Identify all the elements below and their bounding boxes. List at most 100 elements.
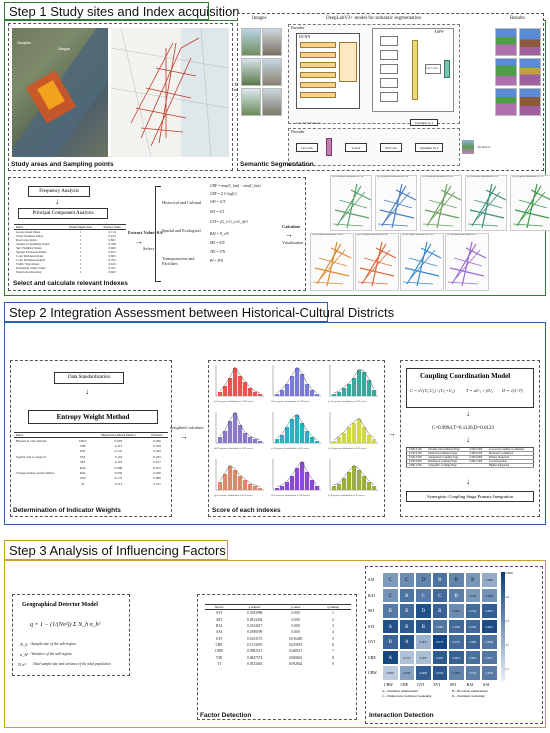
- histogram-bar: [342, 388, 347, 396]
- weight-cell: VDI: [79, 476, 86, 481]
- street-image-2: [262, 28, 282, 56]
- formula-rai: RAI = N_r/N: [210, 232, 229, 236]
- histogram-svg: [215, 411, 264, 444]
- weight-cell: 0.115: [114, 444, 123, 449]
- street-image-6: [262, 88, 282, 116]
- heatmap-cell: 0.3885: [464, 634, 481, 650]
- distribution-map-road: [391, 183, 403, 229]
- histogram-bar: [300, 423, 305, 443]
- formula-chf: CHF = max(C_hist) − min(C_hist): [210, 184, 261, 188]
- decoder-feature-1: [326, 138, 332, 156]
- pca-cell: 1: [79, 254, 82, 258]
- factor-cell: 6: [332, 643, 334, 648]
- street-image-5: [241, 88, 261, 116]
- histogram: (f) Frequency distribution of RAI scores: [326, 409, 381, 454]
- result-image-4: [519, 58, 541, 86]
- step1-title: Step 1 Study sites and Index acquisition: [9, 4, 240, 19]
- histogram-bar: [315, 441, 320, 443]
- histogram-bar: [362, 427, 367, 443]
- weighted-calc-label: weighted calculate: [170, 425, 204, 430]
- weight-table: Index Historical-Cultural District Entra…: [14, 432, 168, 486]
- weight-cell: 0.165: [153, 454, 161, 459]
- histogram-bar: [218, 437, 223, 443]
- histogram-bar: [295, 468, 300, 490]
- factor-cell: 0.0523463: [247, 662, 263, 667]
- histogram-bar: [228, 378, 233, 396]
- gdm-legend-sym-3: N σ²: [18, 662, 26, 667]
- histogram-curve: [219, 464, 261, 488]
- histogram-svg: [329, 459, 378, 491]
- histogram-bar: [275, 488, 280, 490]
- weight-cell: RAI: [79, 465, 86, 470]
- factor-cell: 0.1898599: [247, 630, 263, 635]
- pca-cell: Spatial Enclosure Index: [16, 250, 47, 254]
- stage-box: Synergistic Coupling Stage,Primary Integ…: [406, 491, 534, 502]
- ccm-title: Coupling Coordination Model: [420, 372, 511, 380]
- pca-cell: Sky Visibility Index: [16, 246, 42, 250]
- heatmap-cell: A: [382, 649, 399, 665]
- encoder-label: Encoder: [291, 25, 305, 30]
- heatmap-cell: B: [464, 572, 481, 588]
- distribution-map-title: (d) Fan spatial distribution of SVI: [467, 176, 499, 178]
- extract-value-label: Extract Value>0.6: [128, 230, 163, 235]
- distribution-map-road: [422, 223, 454, 227]
- heatmap-col-label: GVI: [417, 681, 425, 687]
- distribution-map-road: [350, 189, 371, 201]
- satellite-map: Jianghan Jiangan: [12, 28, 108, 157]
- distribution-map-title: (i) Fan spatial distribution of PI: [447, 234, 477, 236]
- scores-caption: Score of each indexes: [212, 507, 281, 514]
- weight-cell: CHI: [79, 444, 86, 449]
- histogram-bar: [290, 476, 295, 490]
- histogram-bar: [243, 433, 248, 443]
- factor-cell: 0.0847574: [247, 655, 263, 660]
- dcnn-layer-6: [300, 92, 336, 98]
- histogram-svg: [329, 412, 378, 444]
- histogram-bar: [362, 372, 367, 396]
- pca-cell: 0.788: [108, 242, 116, 246]
- pca-cell: 0.805: [108, 254, 116, 258]
- ccm-cell: 0.500-0.800: [467, 455, 487, 460]
- distribution-map-road: [514, 209, 550, 219]
- heatmap-row-label: RAI: [368, 592, 375, 598]
- aspp-conv-4: [380, 78, 398, 88]
- histogram-bar: [372, 486, 377, 490]
- distribution-map-road: [420, 247, 442, 259]
- weight-header-blank: [74, 432, 91, 438]
- heatmap-cell: B: [382, 634, 399, 650]
- histogram-bar: [342, 433, 347, 443]
- factor-cell: 0.0982511: [247, 649, 263, 654]
- heatmap-cell: A: [382, 618, 399, 634]
- decoder-conv33-label: 3x3 Conv: [385, 146, 397, 150]
- factor-header-factors: factors: [205, 604, 234, 610]
- decoder-conv33: 3x3 Conv: [380, 143, 402, 152]
- histogram-title: (c) Frequency distribution of OSI scores: [328, 400, 367, 403]
- weight-cell: [14, 481, 74, 486]
- distribution-map-road: [314, 267, 350, 277]
- distribution-map-road: [449, 267, 485, 277]
- histogram-title: (g) Frequency distribution of PAI scores: [214, 494, 253, 497]
- distribution-map-road: [404, 267, 440, 277]
- weight-cell: 0.172: [114, 476, 123, 481]
- factor-cell: 1: [332, 611, 334, 616]
- histogram-bar: [228, 421, 233, 443]
- gdm-legend-sym-1: N_h: [20, 642, 28, 647]
- pca-cell: Spatial accessibility Index: [16, 242, 50, 246]
- weight-cell: 0.093: [114, 438, 123, 443]
- segmentation-caption: Semantic Segmentation: [240, 161, 314, 168]
- heatmap-cell: C: [382, 572, 399, 588]
- histogram-bar: [248, 437, 253, 443]
- histogram-bar: [295, 368, 300, 396]
- ccm-cell: 0.800-1.000: [467, 459, 487, 464]
- distribution-map-road: [402, 281, 434, 285]
- heatmap-cell: 0.4098: [415, 665, 432, 681]
